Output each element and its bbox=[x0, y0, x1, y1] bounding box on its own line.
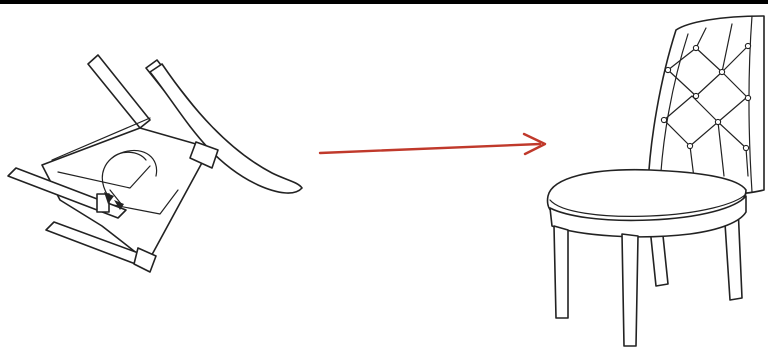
top-border-rule bbox=[0, 0, 768, 4]
direction-arrow-icon bbox=[318, 132, 547, 156]
chair-back-panel bbox=[149, 63, 303, 194]
backrest bbox=[647, 15, 765, 197]
rotate-arrow-icon bbox=[101, 149, 158, 210]
tufting-buttons bbox=[660, 42, 752, 152]
back-leg-left bbox=[87, 54, 151, 129]
corner-block bbox=[96, 141, 219, 273]
chair-upright-icon bbox=[546, 15, 765, 347]
seat-apron bbox=[549, 195, 747, 238]
front-leg bbox=[553, 225, 639, 347]
tufting-pattern bbox=[663, 23, 749, 179]
upside-down-chair bbox=[7, 54, 303, 273]
